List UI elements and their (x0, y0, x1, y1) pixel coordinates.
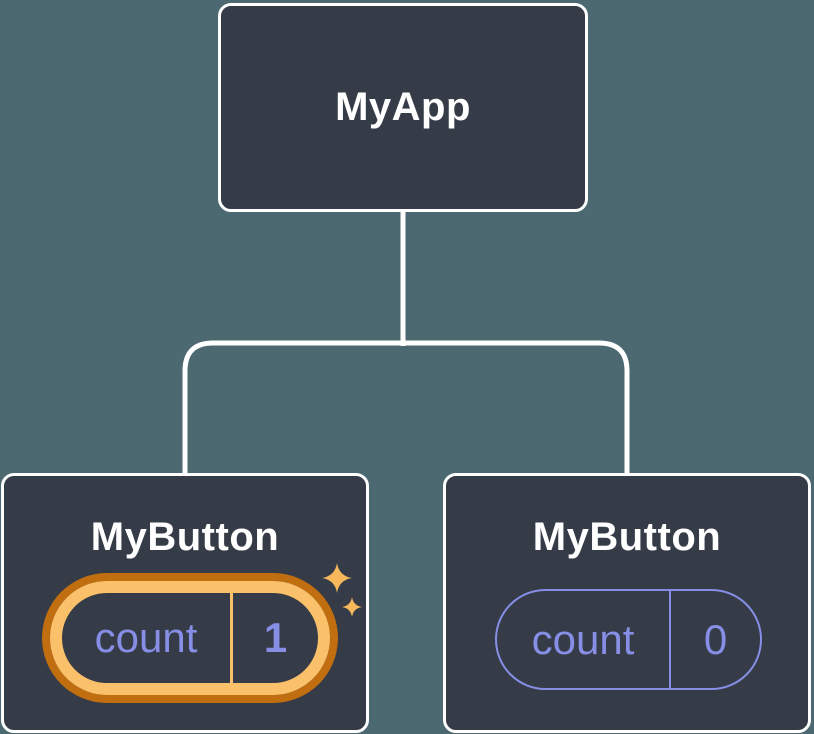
pill-divider (230, 593, 233, 683)
sparkle-small-icon (342, 597, 362, 617)
child-node-mybutton-right: MyButton count 0 (443, 473, 811, 733)
state-value: 1 (263, 614, 288, 661)
state-value: 0 (703, 615, 728, 663)
pill-divider (669, 591, 671, 688)
state-name-label: count (94, 614, 198, 661)
child-node-label: MyButton (90, 515, 280, 559)
root-node-myapp: MyApp (218, 3, 588, 212)
state-name-label: count (531, 615, 635, 663)
root-node-label: MyApp (335, 85, 471, 129)
state-pill: count 0 (495, 589, 762, 690)
state-pill-highlighted: count 1 (50, 581, 330, 695)
child-node-label: MyButton (532, 515, 722, 559)
child-node-mybutton-left: MyButton count 1 (1, 473, 369, 733)
sparkle-large-icon (322, 563, 352, 593)
connector-branch-line (182, 340, 630, 478)
